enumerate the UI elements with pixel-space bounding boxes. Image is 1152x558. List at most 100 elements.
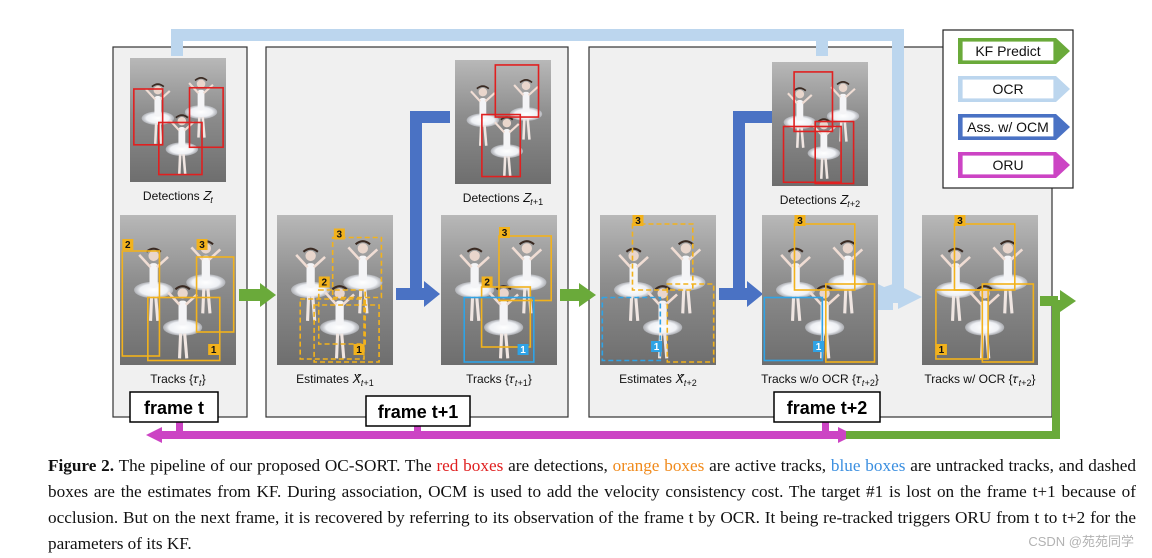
photo-caption: Estimates 𝑋̂𝑡+1: [296, 372, 374, 388]
detection-box: [188, 86, 224, 149]
frame-label-t2: frame t+2: [773, 391, 881, 423]
photo-det-t2: Detections 𝑍𝑡+2: [772, 62, 868, 209]
track-id-badge: 3: [954, 215, 966, 227]
legend-item-ocr: OCR: [958, 76, 1070, 102]
detection-box: [481, 113, 522, 178]
photo-caption: Detections 𝑍𝑡: [143, 189, 213, 205]
detection-box: [793, 71, 834, 133]
legend-item-ass-w-ocm: Ass. w/ OCM: [958, 114, 1070, 140]
track-box: [317, 289, 366, 345]
track-id-badge: 1: [517, 344, 529, 356]
track-box: [480, 286, 532, 348]
caption-part-1: The pipeline of our proposed OC-SORT. Th…: [114, 456, 437, 475]
detection-box: [782, 125, 842, 184]
frame-t1-text: frame t+1: [378, 402, 459, 422]
track-id-number: 2: [321, 278, 327, 289]
frame-label-t1: frame t+1: [365, 395, 471, 427]
untracked-box: [463, 296, 535, 363]
untracked-box: [763, 296, 824, 362]
watermark: CSDN @苑苑同学: [1028, 534, 1134, 549]
frame-label-t: frame t: [129, 391, 219, 423]
track-id-number: 3: [957, 216, 963, 227]
legend-item-kf-predict: KF Predict: [958, 38, 1070, 64]
oru-connector: [146, 418, 854, 443]
frame-t2-text: frame t+2: [787, 398, 868, 418]
track-id-number: 1: [356, 345, 362, 356]
track-box: [935, 289, 989, 360]
figure-caption: Figure 2. The pipeline of our proposed O…: [48, 453, 1136, 557]
track-box: [824, 283, 876, 363]
track-id-badge: 2: [318, 276, 330, 289]
track-id-badge: 1: [935, 344, 947, 356]
photo-caption: Tracks {𝜏𝑡+1}: [466, 372, 532, 388]
caption-part-3: are active tracks,: [704, 456, 831, 475]
photo-caption: Tracks w/ OCR {𝜏𝑡+2}: [924, 372, 1035, 388]
track-id-badge: 3: [333, 228, 345, 241]
track-id-number: 1: [211, 345, 217, 356]
detection-box: [133, 88, 164, 146]
detection-box: [814, 120, 855, 185]
caption-orange-boxes: orange boxes: [612, 456, 705, 475]
legend-label: KF Predict: [975, 43, 1040, 59]
track-box: [299, 298, 365, 360]
track-id-number: 1: [654, 342, 660, 353]
legend-label: Ass. w/ OCM: [967, 119, 1049, 135]
photo-caption: Detections 𝑍𝑡+2: [780, 193, 860, 209]
photo-caption: Tracks w/o OCR {𝜏𝑡+2}: [761, 372, 879, 388]
track-box: [793, 223, 856, 291]
figure-label: Figure 2.: [48, 456, 115, 475]
track-id-number: 2: [125, 240, 131, 251]
caption-part-4: are untracked tracks, and dashed boxes a…: [48, 456, 1137, 553]
association-arrows: [396, 111, 773, 307]
track-id-badge: 1: [813, 341, 825, 353]
ocr-arrowhead: [898, 285, 922, 309]
legend-label: ORU: [992, 157, 1023, 173]
frame-t-text: frame t: [144, 398, 204, 418]
photo-caption: Detections 𝑍𝑡+1: [463, 191, 543, 207]
track-id-number: 3: [337, 230, 343, 241]
untracked-box: [601, 296, 662, 362]
track-id-number: 3: [797, 216, 803, 227]
caption-part-2: are detections,: [503, 456, 613, 475]
track-box: [631, 223, 694, 291]
track-id-badge: 3: [632, 215, 644, 227]
track-id-badge: 3: [499, 227, 510, 239]
track-id-badge: 1: [651, 341, 663, 353]
track-box: [498, 235, 553, 302]
track-id-badge: 1: [208, 344, 220, 356]
caption-red-boxes: red boxes: [436, 456, 504, 475]
track-box: [331, 236, 383, 299]
track-id-badge: 3: [196, 239, 208, 251]
track-id-number: 3: [502, 228, 508, 239]
kf-predict-arrows: [239, 283, 596, 307]
track-id-badge: 1: [353, 344, 365, 356]
legend-label: OCR: [992, 81, 1023, 97]
track-id-number: 3: [635, 216, 641, 227]
track-box: [195, 256, 235, 333]
photo-caption: Estimates 𝑋̂𝑡+2: [619, 372, 697, 388]
detection-box: [158, 121, 203, 176]
photo-det-t1: Detections 𝑍𝑡+1: [455, 60, 551, 207]
caption-blue-boxes: blue boxes: [830, 456, 906, 475]
track-box: [313, 304, 380, 363]
legend-item-oru: ORU: [958, 152, 1070, 178]
track-id-number: 1: [816, 342, 822, 353]
ocr-connector: [171, 29, 904, 310]
detection-box: [494, 64, 540, 118]
track-id-badge: 2: [481, 276, 493, 289]
photo-det-t: Detections 𝑍𝑡: [130, 58, 226, 205]
track-id-number: 3: [199, 240, 205, 251]
kf-return-connector: [846, 290, 1076, 439]
track-id-badge: 2: [122, 239, 134, 251]
track-id-badge: 3: [794, 215, 806, 227]
track-id-number: 1: [520, 345, 526, 356]
